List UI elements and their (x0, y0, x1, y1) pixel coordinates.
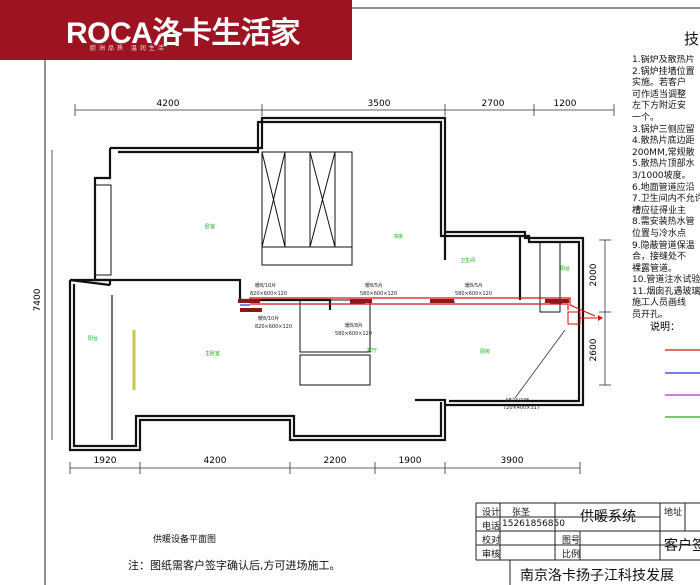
room-label: 卧室 (205, 223, 215, 230)
note-line: 左下方附近安 (632, 101, 687, 112)
radiator-label: 暖8/8片 (345, 322, 363, 329)
flue-arrow (598, 315, 603, 321)
dim-top-2: 3500 (368, 99, 391, 109)
radiator (240, 308, 262, 312)
room-label: 卫生间 (460, 257, 475, 264)
note-line: 裸露管道。 (632, 263, 678, 274)
note-line: 3/1000坡度。 (632, 170, 691, 181)
note-line: 3.锅炉三侧应留 (632, 124, 695, 135)
radiator (430, 299, 454, 303)
boiler-leader (514, 329, 566, 399)
radiator-label: 580×600×120 (455, 291, 492, 297)
tb-drawing-no-label: 图号 (562, 536, 581, 546)
note-line: 10.管道注水试验 (632, 275, 700, 286)
radiator-label: 暖8/5片 (465, 282, 483, 289)
walls (68, 116, 585, 452)
note-line: 4.散热片底边距 (632, 136, 695, 147)
legend (665, 349, 700, 418)
room-label: 客厅 (367, 347, 377, 354)
note-line: 槽应征得业主 (632, 205, 687, 216)
note-line: 8.需安装热水管 (632, 217, 695, 228)
footer-note: 注：图纸需客户签字确认后,方可进场施工。 (128, 559, 341, 572)
radiator-label: 580×600×120 (335, 331, 372, 337)
legend-label: 说明： (650, 320, 680, 333)
kitchen-cabinet (539, 241, 561, 313)
tb-company: 南京洛卡扬子江科技发展 (520, 568, 674, 584)
brand-banner: ROCA洛卡生活家 欧洲品质 温润生活 (0, 0, 352, 60)
room-label: 阳台 (560, 265, 570, 272)
room-label: 主卧室 (205, 350, 220, 357)
dim-top-1: 4200 (157, 99, 180, 109)
radiator (238, 299, 260, 303)
tb-review-label: 审核 (482, 550, 501, 560)
dimension-bottom (69, 462, 581, 474)
room-label: 阳台 (88, 335, 98, 342)
notes-heading: 技 (684, 30, 700, 48)
dim-bottom-4: 1900 (399, 456, 422, 466)
dim-right-2: 2600 (589, 338, 599, 361)
note-line: 9.隐蔽管道保温 (632, 240, 695, 251)
radiator-label: 820×600×120 (250, 291, 287, 297)
radiator (545, 299, 569, 303)
tb-design-value: 张圣 (512, 508, 531, 518)
title-block (475, 502, 700, 585)
note-line: 200MM,常规散 (632, 147, 695, 158)
note-line: 员开孔。 (632, 310, 669, 321)
room-label: 厨房 (480, 348, 490, 355)
tb-check-label: 校对 (482, 536, 501, 546)
dim-bottom-2: 4200 (204, 456, 227, 466)
dim-right-1: 2000 (589, 263, 599, 286)
tb-design-label: 设计 (482, 508, 501, 518)
note-line: 位置与冷水点 (632, 228, 687, 239)
radiator (350, 299, 372, 303)
note-line: 7.卫生间内不允许 (632, 194, 700, 205)
tb-address-label: 地址 (664, 508, 683, 518)
radiator-label: 暖8/5片 (365, 282, 383, 289)
dim-left: 7400 (33, 288, 43, 311)
dim-top-4: 1200 (554, 99, 577, 109)
radiator-label: 暖8/10片 (255, 282, 276, 289)
dim-bottom-5: 3900 (501, 456, 524, 466)
tb-system-name: 供暖系统 (580, 509, 636, 525)
dim-bottom-1: 1920 (94, 456, 117, 466)
balcony-left-window (94, 184, 112, 276)
note-line: 可作适当调整 (632, 89, 687, 100)
note-line: 11.烟囱孔遇玻璃 (632, 286, 700, 297)
boiler-label: AB24/24F (505, 398, 529, 404)
note-line: 2.锅炉挂墙位置 (632, 66, 695, 77)
brand-tagline: 欧洲品质 温润生活 (90, 45, 167, 52)
opening (299, 354, 371, 386)
tb-phone-value: 15261856850 (502, 519, 565, 529)
dimension-top (74, 104, 615, 116)
note-line: 合，接缝处不 (632, 252, 687, 263)
note-line: 1.锅炉及散热片 (632, 55, 695, 65)
note-line: 施工人员画线 (632, 298, 687, 309)
room-label: 书房 (393, 233, 403, 240)
tb-phone-label: 电话 (482, 522, 501, 532)
boiler-label: 720×400×317 (503, 405, 540, 411)
tb-customer-label: 客户签 (664, 538, 700, 554)
radiator-label: 暖8/10片 (258, 315, 279, 322)
note-line: 一个。 (632, 112, 660, 123)
note-line: 6.地面管道应沿 (632, 182, 695, 193)
dim-top-3: 2700 (482, 99, 505, 109)
radiator-label: 580×600×120 (360, 291, 397, 297)
tb-scale-label: 比例 (562, 550, 581, 560)
note-line: 5.散热片顶部水 (632, 159, 695, 170)
brand-logo: ROCA洛卡生活家 (66, 17, 300, 50)
radiator-label: 820×600×120 (255, 324, 292, 330)
plan-title: 供暖设备平面图 (153, 535, 217, 545)
dimension-right (599, 239, 611, 386)
note-line: 实施。若客户 (632, 78, 687, 89)
wardrobe (261, 151, 353, 266)
dim-bottom-3: 2200 (324, 456, 347, 466)
